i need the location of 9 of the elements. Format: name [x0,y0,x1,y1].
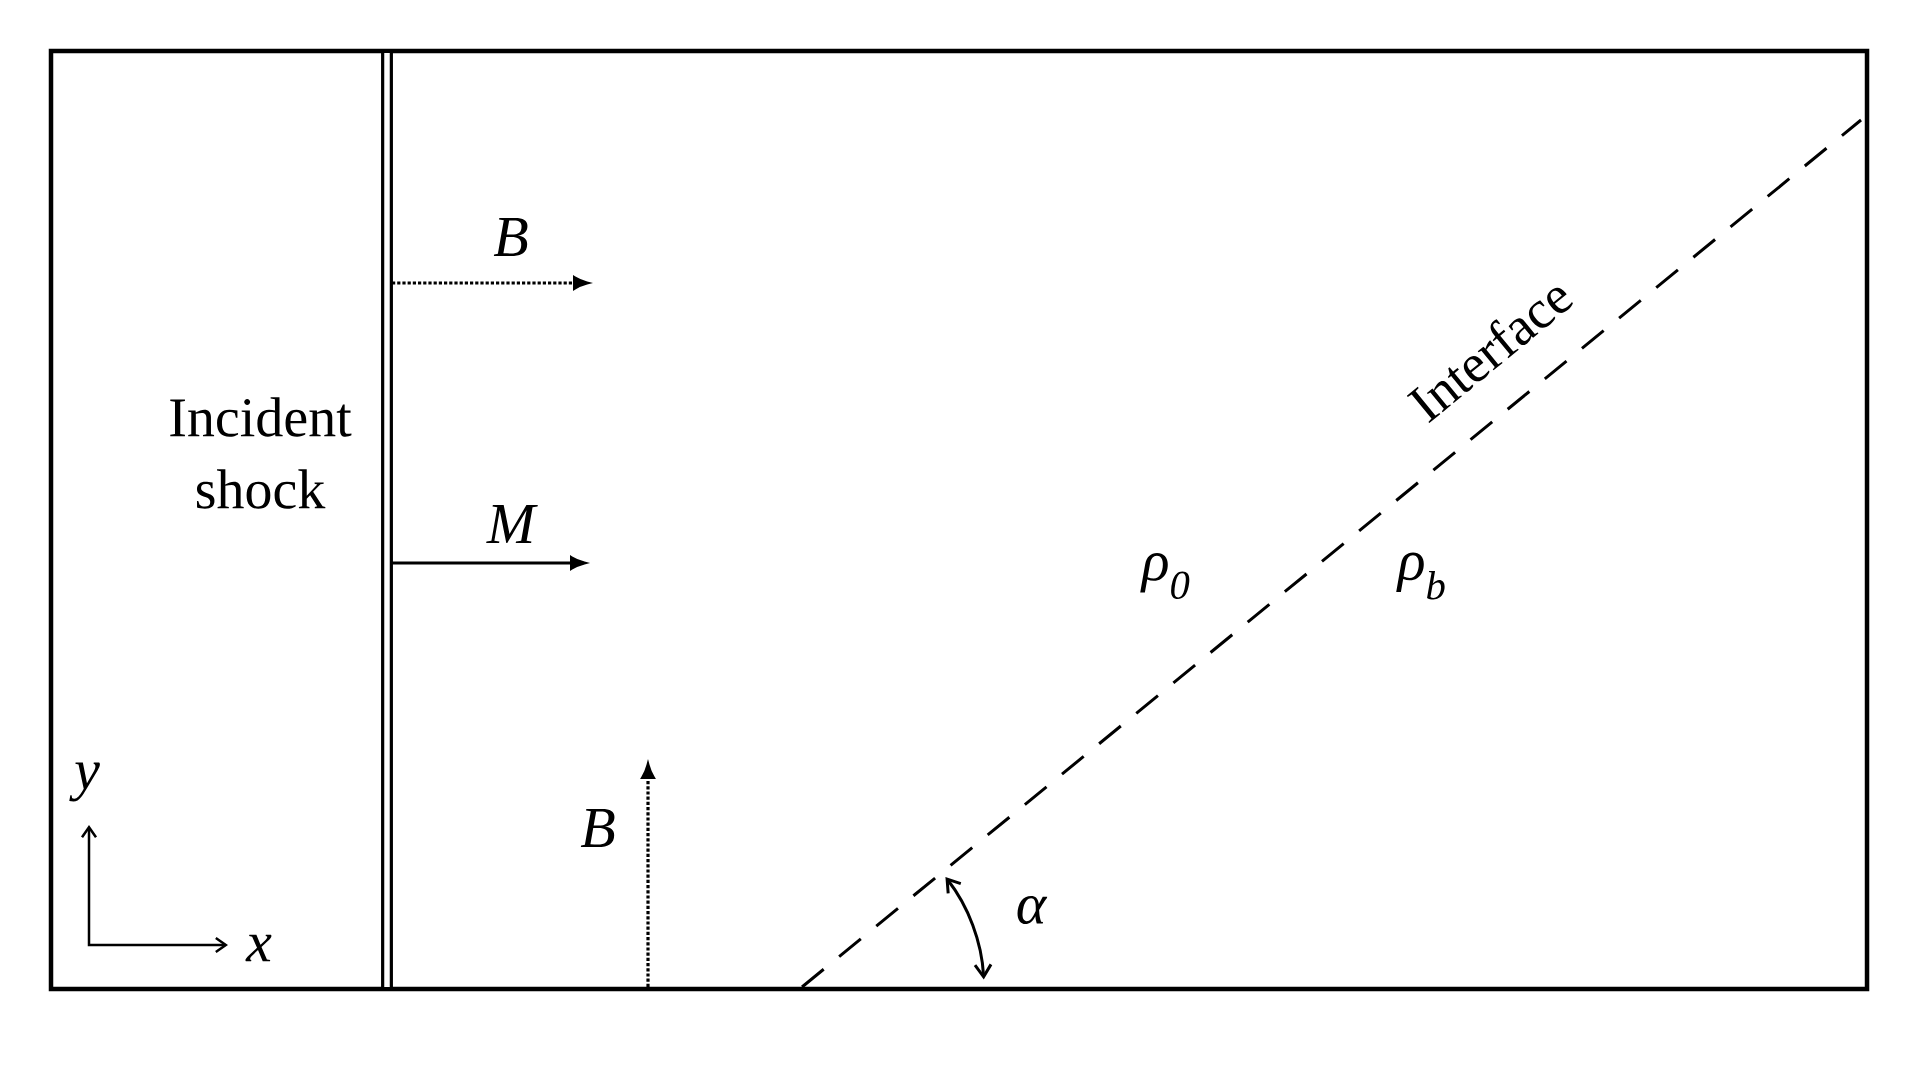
axis-label: y [69,762,100,802]
shock-label: Incident shock [170,397,352,509]
axis-label: x [245,934,272,962]
vector-label: M [486,505,538,543]
vector-label: B [580,808,615,848]
density-label: ρ$_{0}$ [1140,553,1190,599]
density-label: ρ$_{b}$ [1396,552,1445,600]
angle-label: α [1017,896,1048,924]
vector-label: B [493,217,528,257]
